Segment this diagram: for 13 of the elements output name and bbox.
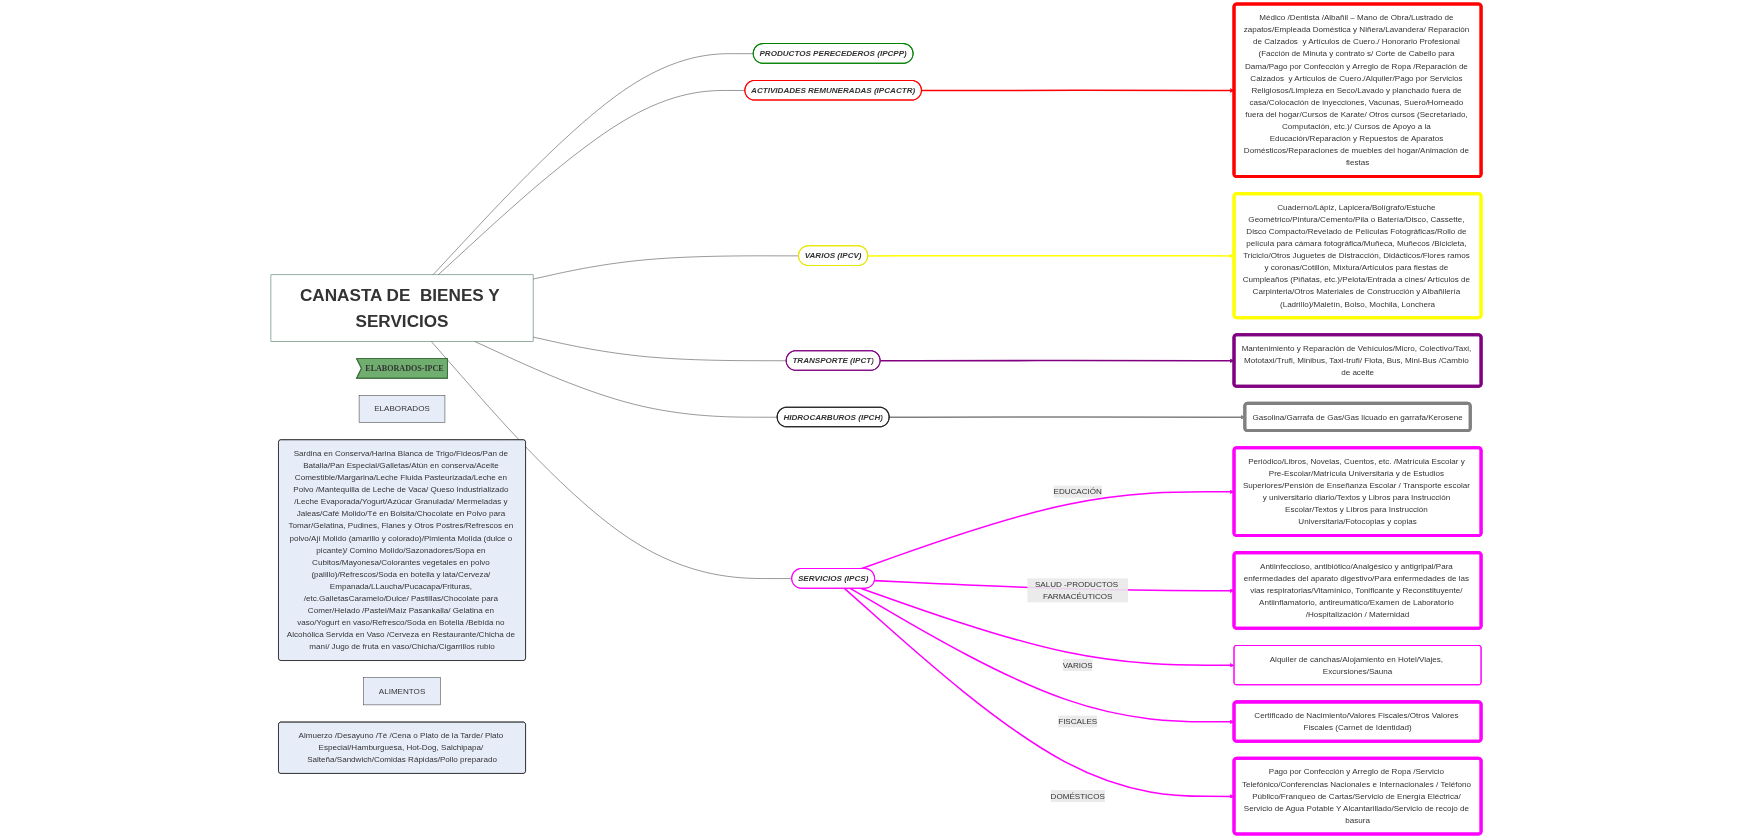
node-box: CANASTA DE BIENES Y SERVICIOS [270,274,534,342]
node-box: ELABORADOS [358,395,446,423]
arrow [849,587,1235,724]
connector [474,341,778,418]
arrow [860,587,1235,668]
node-box: ALIMENTOS [363,677,441,706]
arrow [843,587,1235,799]
edge-label: FISCALES [1058,716,1098,726]
edge-label: EDUCACIÓN [1053,487,1102,496]
edge-label: DOMÉSTICOS [1050,791,1105,801]
connector [430,341,793,579]
edge-label: SALUD -PRODUCTOS FARMACÉUTICOS [1034,579,1119,601]
edge-label: VARIOS [1062,660,1093,670]
